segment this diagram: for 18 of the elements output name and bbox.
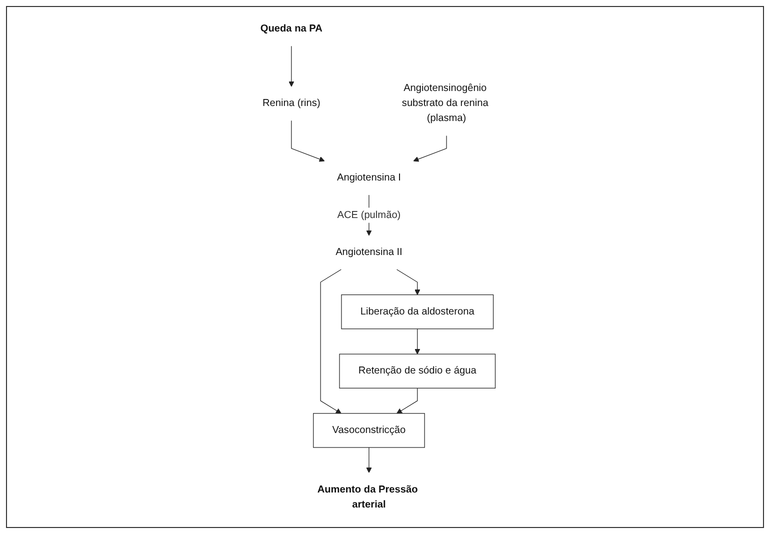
arrow bbox=[320, 269, 342, 414]
node-box bbox=[313, 413, 425, 448]
figure-frame: ACE (pulmão) Queda na PA Renina (rins) Angiotensinogênio substrato da renina (plasma) Angiotensina I Angiotensina II Liberação da aldosterona Retenção de sódio e água Vasoconstricção Aumento da Pressão arterial bbox=[6, 6, 764, 528]
node-text: Angiotensina I bbox=[336, 172, 401, 184]
arrow bbox=[396, 269, 420, 296]
arrow bbox=[366, 447, 372, 473]
node-text: Renina (rins) bbox=[262, 98, 320, 109]
arrow bbox=[288, 46, 294, 87]
node-box bbox=[341, 294, 494, 330]
node-text: Angiotensina II bbox=[336, 246, 402, 258]
arrow bbox=[414, 328, 420, 354]
node-text: Aumento da Pressão arterial bbox=[317, 484, 418, 510]
arrow bbox=[396, 388, 418, 414]
arrow bbox=[291, 120, 325, 162]
node-text: Queda na PA bbox=[260, 23, 322, 34]
node-text: Angiotensinogênio substrato da renina (plasma) bbox=[402, 82, 488, 124]
node-box bbox=[339, 354, 496, 388]
arrow bbox=[413, 135, 447, 162]
